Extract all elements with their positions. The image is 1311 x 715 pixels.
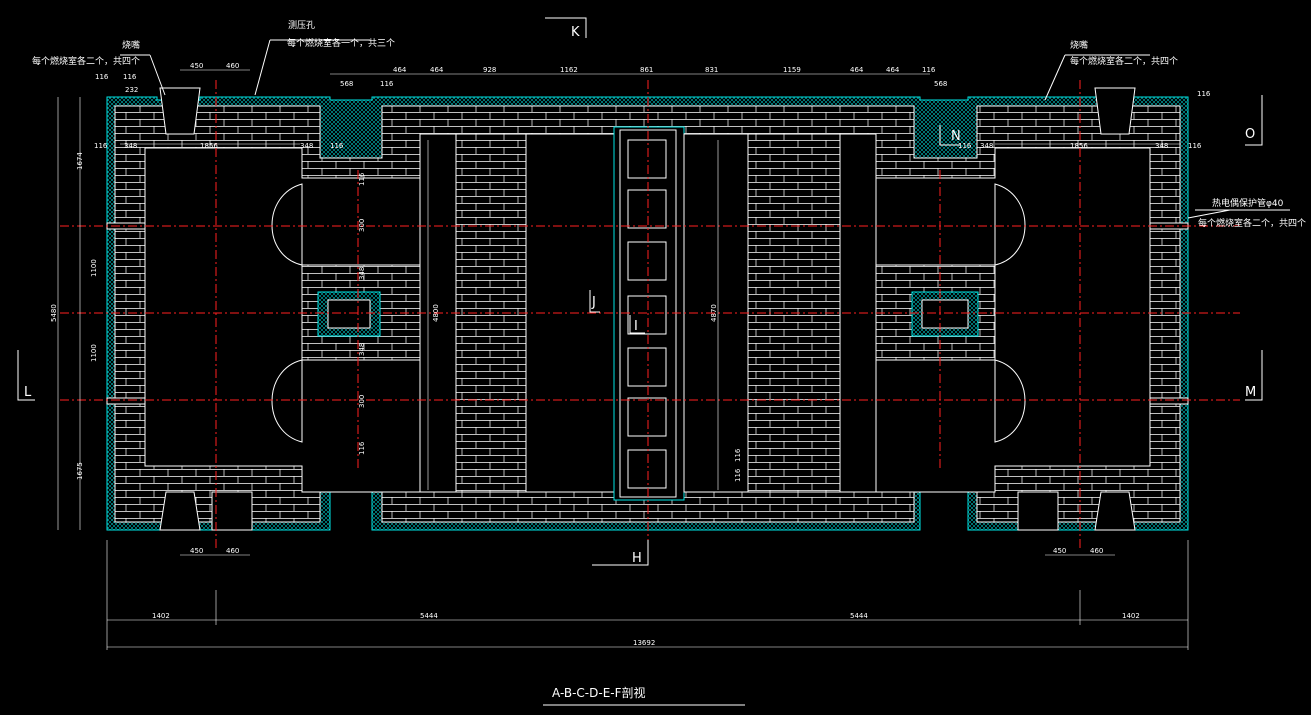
combustion-chamber-right <box>875 147 1151 493</box>
section-label-M: M <box>1245 385 1256 400</box>
dim-small-9: 568 <box>934 80 947 88</box>
dim-left-inner-2: 348 <box>124 142 137 150</box>
section-label-L: L <box>24 385 32 400</box>
note-burner-left: 烧嘴 <box>122 39 140 51</box>
dim-mid-1: 116 <box>358 172 366 186</box>
dim-bottom-small-3: 450 <box>1053 547 1066 555</box>
dim-mid-4: 116 <box>358 441 366 455</box>
note-thermocouple-count: 每个燃烧室各二个，共四个 <box>1198 217 1306 229</box>
burner-blocks <box>159 87 1136 531</box>
dim-bottom-2: 5444 <box>420 612 438 620</box>
dim-left-inner-3: 1856 <box>200 142 218 150</box>
dim-top-5: 861 <box>640 66 653 74</box>
note-burner-right-count: 每个燃烧室各二个，共四个 <box>1070 55 1178 67</box>
dim-small-6: 568 <box>340 80 353 88</box>
dim-left-inner-1: 116 <box>94 142 108 150</box>
note-burner-left-count: 每个燃烧室各二个，共四个 <box>32 55 140 67</box>
dim-bottom-4: 1402 <box>1122 612 1140 620</box>
combustion-chamber-left <box>144 147 421 493</box>
checker-grid <box>627 139 667 489</box>
dim-mid-3: 348 <box>358 343 366 356</box>
dim-left-v-3: 5480 <box>50 304 58 322</box>
dim-top-2: 464 <box>430 66 444 74</box>
dim-bottom-small-1: 450 <box>190 547 203 555</box>
dim-small-5: 460 <box>226 62 239 70</box>
dim-small-bottom-2: 116 <box>734 468 742 482</box>
dim-top-3: 928 <box>483 66 496 74</box>
section-label-N: N <box>951 129 961 144</box>
dim-right-inner-1: 116 <box>958 142 972 150</box>
centerlines <box>60 80 1240 550</box>
dim-small-10: 116 <box>1197 90 1211 98</box>
dim-mid-2: 348 <box>358 267 366 280</box>
dim-top-9: 464 <box>886 66 900 74</box>
dim-bottom-small-2: 460 <box>226 547 239 555</box>
dimension-lines <box>57 69 1189 650</box>
dim-center-v-1: 4800 <box>432 304 440 322</box>
dim-small-3: 232 <box>125 86 138 94</box>
dim-left-inner-4: 348 <box>300 142 313 150</box>
dim-top-6: 831 <box>705 66 718 74</box>
dim-right-inner-3: 1856 <box>1070 142 1088 150</box>
dim-bottom-1: 1402 <box>152 612 170 620</box>
dim-bottom-small-4: 460 <box>1090 547 1103 555</box>
dim-left-v-5: 1675 <box>76 462 84 480</box>
dim-small-7: 116 <box>380 80 394 88</box>
section-label-J: J <box>591 295 596 310</box>
section-label-I: I <box>634 319 638 334</box>
dim-small-1: 116 <box>95 73 109 81</box>
dim-small-bottom-1: 116 <box>734 448 742 462</box>
dim-right-inner-5: 116 <box>1188 142 1202 150</box>
dim-top-4: 1162 <box>560 66 578 74</box>
section-label-K: K <box>571 25 580 40</box>
dim-center-v-2: 4870 <box>710 304 718 322</box>
leader-lines <box>120 39 1290 219</box>
dim-bottom-3: 5444 <box>850 612 868 620</box>
dim-right-inner-2: 348 <box>980 142 993 150</box>
section-markers <box>17 17 1263 566</box>
section-label-H: H <box>632 551 642 566</box>
drawing-title: A-B-C-D-E-F剖视 <box>552 685 646 700</box>
dim-top-7: 1159 <box>783 66 801 74</box>
dim-left-v-4: 1100 <box>90 344 98 362</box>
dim-right-inner-4: 348 <box>1155 142 1168 150</box>
dim-left-v-2: 1100 <box>90 259 98 277</box>
dim-gap-v-1: 300 <box>358 219 366 232</box>
dim-top-8: 464 <box>850 66 864 74</box>
note-pressure-hole-count: 每个燃烧室各一个，共三个 <box>287 37 395 49</box>
dim-total: 13692 <box>633 639 655 647</box>
note-thermocouple: 热电偶保护管φ40 <box>1212 197 1284 209</box>
note-burner-right: 烧嘴 <box>1070 39 1088 51</box>
dim-left-inner-5: 116 <box>330 142 344 150</box>
dim-small-2: 116 <box>123 73 137 81</box>
dim-left-v-1: 1674 <box>76 152 84 170</box>
dim-small-8: 116 <box>922 66 936 74</box>
dim-gap-v-2: 300 <box>358 395 366 408</box>
dim-top-1: 464 <box>393 66 407 74</box>
dim-small-4: 450 <box>190 62 203 70</box>
note-pressure-hole: 测压孔 <box>288 20 315 31</box>
section-label-O: O <box>1245 127 1255 142</box>
